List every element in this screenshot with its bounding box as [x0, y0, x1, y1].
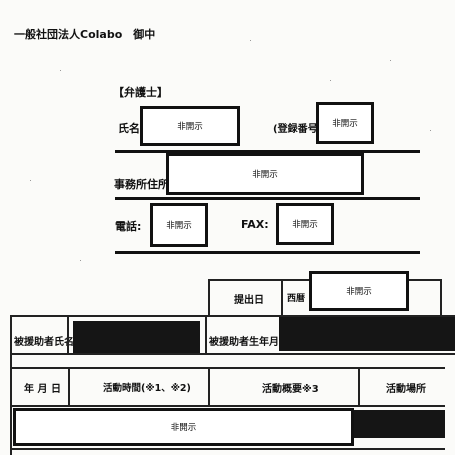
divider-line	[115, 251, 420, 254]
header-date: 年 月 日	[24, 384, 61, 395]
redacted-text: 非開示	[332, 119, 358, 129]
section-title: 【弁護士】	[113, 86, 168, 99]
registration-redacted-box: 非開示	[316, 102, 374, 144]
divider-line	[115, 197, 420, 200]
redacted-text: 非開示	[177, 122, 203, 132]
name-label: 氏名	[118, 122, 140, 135]
table-line	[10, 353, 455, 355]
name-redacted-box: 非開示	[140, 106, 240, 146]
birthdate-blackout	[279, 317, 455, 351]
era-label: 西暦	[287, 294, 306, 304]
fax-label: FAX:	[241, 218, 269, 231]
location-blackout	[354, 410, 445, 438]
office-address-label: 事務所住所:	[114, 178, 174, 191]
redacted-text: 非開示	[292, 220, 318, 230]
table-line	[10, 315, 12, 455]
table-line	[208, 279, 210, 315]
table-line	[205, 317, 207, 353]
scan-speck	[60, 70, 61, 71]
table-line	[10, 448, 445, 450]
table-line	[358, 367, 360, 407]
scan-speck	[390, 60, 391, 61]
divider-line	[115, 150, 420, 153]
table-line	[208, 367, 210, 407]
phone-label: 電話:	[115, 220, 142, 233]
addressee: 一般社団法人Colabo 御中	[14, 28, 156, 41]
redacted-text: 非開示	[346, 287, 372, 297]
table-line	[10, 405, 445, 407]
redacted-text: 非開示	[166, 221, 192, 231]
scan-speck	[80, 260, 81, 261]
supported-person-birthdate-label: 被援助者生年月日	[209, 337, 289, 348]
submit-date-redacted-box: 非開示	[309, 271, 409, 311]
header-activity-time: 活動時間(※1、※2)	[103, 383, 191, 394]
table-line	[10, 367, 445, 369]
table-line	[440, 279, 442, 315]
supported-person-name-label: 被援助者氏名	[14, 337, 74, 348]
header-activity-summary: 活動概要※3	[262, 384, 319, 395]
scan-speck	[330, 80, 331, 81]
registration-number-label: (登録番号)	[273, 124, 323, 135]
scan-speck	[430, 130, 431, 131]
scan-speck	[250, 40, 251, 41]
redacted-text: 非開示	[170, 423, 197, 433]
table-line	[10, 315, 455, 317]
table-line	[281, 279, 283, 315]
submit-date-label: 提出日	[234, 295, 264, 306]
header-activity-location: 活動場所	[386, 384, 426, 395]
fax-redacted-box: 非開示	[276, 203, 334, 245]
redacted-text: 非開示	[252, 170, 278, 180]
phone-redacted-box: 非開示	[150, 203, 208, 247]
table-line	[67, 317, 69, 353]
scan-speck	[30, 180, 31, 181]
office-redacted-box: 非開示	[166, 153, 364, 195]
activity-redacted-box: 非開示	[13, 408, 354, 446]
table-line	[68, 367, 70, 407]
supported-name-blackout	[73, 321, 200, 354]
